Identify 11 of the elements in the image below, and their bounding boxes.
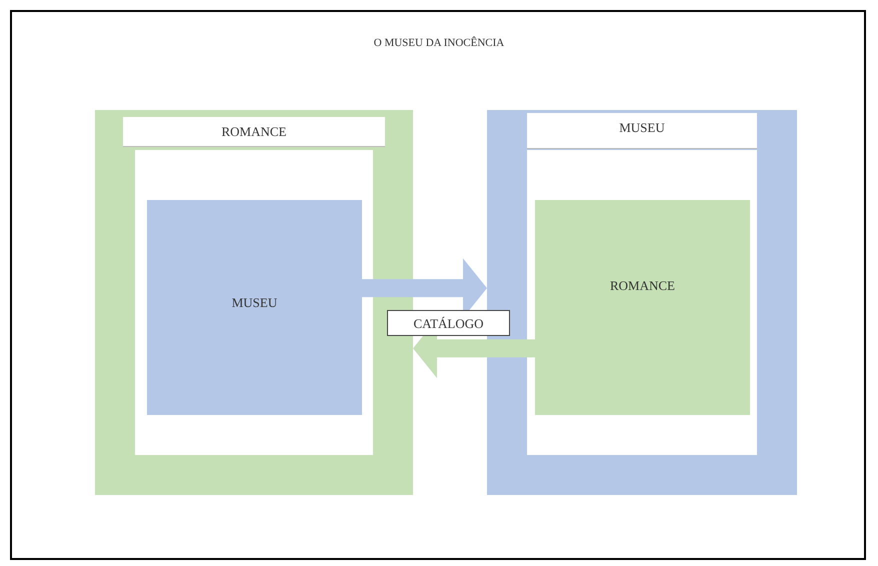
label-box bbox=[387, 310, 510, 336]
frame-panel bbox=[95, 110, 413, 495]
panel-heading: MUSEU bbox=[618, 120, 666, 136]
diagram-title: O MUSEU DA INOCÊNCIA bbox=[372, 37, 506, 49]
node-label: CATÁLOGO bbox=[412, 316, 485, 332]
panel-heading: ROMANCE bbox=[220, 124, 288, 140]
node-label: MUSEU bbox=[230, 295, 278, 311]
frame-panel bbox=[487, 110, 797, 495]
content-box bbox=[535, 200, 750, 415]
content-box bbox=[147, 200, 362, 415]
node-label: ROMANCE bbox=[608, 278, 676, 294]
